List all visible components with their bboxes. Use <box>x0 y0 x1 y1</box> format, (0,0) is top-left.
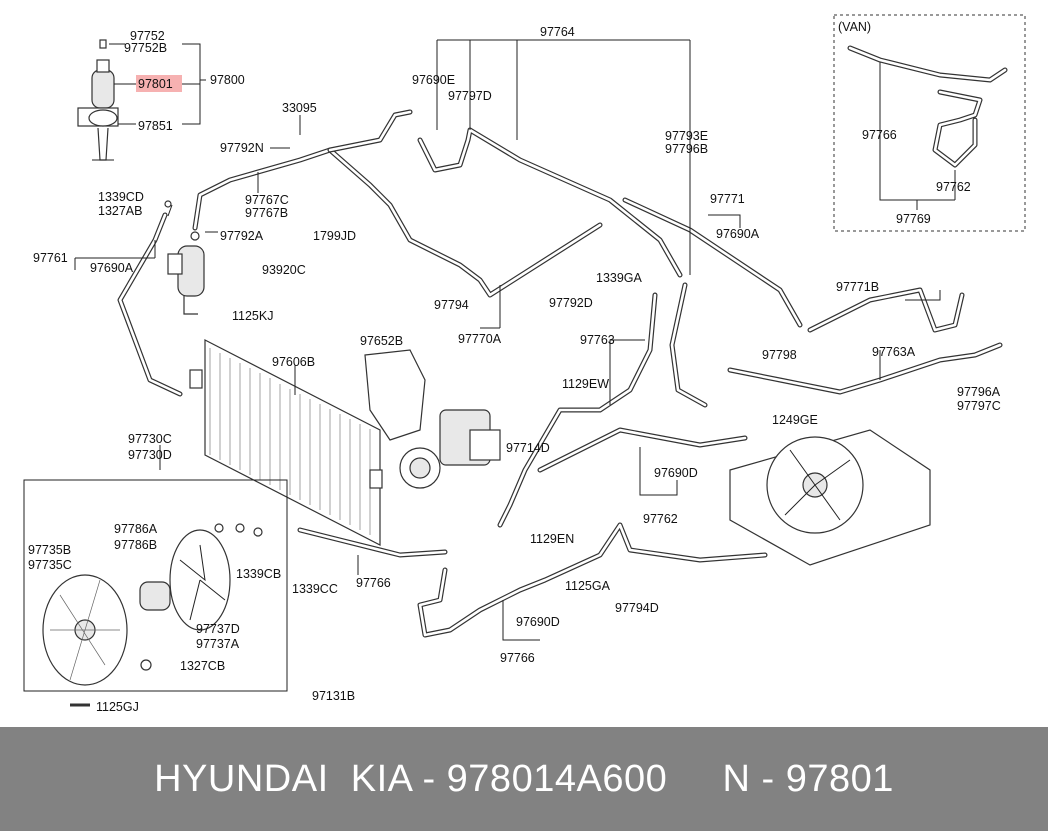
label-1339cc: 1339CC <box>292 582 338 596</box>
label-97798: 97798 <box>762 348 797 362</box>
label-1125kj: 1125KJ <box>232 309 273 323</box>
label-97763: 97763 <box>580 333 615 347</box>
label-1339ga: 1339GA <box>596 271 643 285</box>
label-97771: 97771 <box>710 192 745 206</box>
label-97766-van: 97766 <box>862 128 897 142</box>
label-97714d: 97714D <box>506 441 550 455</box>
label-97792a: 97792A <box>220 229 264 243</box>
highlight-97801 <box>136 75 182 92</box>
refrigerant-pipes <box>117 109 1003 638</box>
label-1249ge: 1249GE <box>772 413 818 427</box>
condenser-97606b <box>189 339 383 546</box>
fan-assembly-box <box>23 479 288 707</box>
label-97771b: 97771B <box>836 280 879 294</box>
label-97606b: 97606B <box>272 355 315 369</box>
leader-lines <box>74 39 941 641</box>
label-97752: 97752 <box>130 29 165 43</box>
label-1339cd: 1339CD <box>98 190 144 204</box>
label-93920c: 93920C <box>262 263 306 277</box>
label-97763a: 97763A <box>872 345 916 359</box>
label-97737a: 97737A <box>196 637 240 651</box>
label-97793e: 97793E <box>665 129 708 143</box>
label-1125gj: 1125GJ <box>96 700 139 714</box>
label-97767b: 97767B <box>245 206 288 220</box>
label-van: (VAN) <box>838 20 871 34</box>
label-97794: 97794 <box>434 298 469 312</box>
label-1327cb: 1327CB <box>180 659 225 673</box>
label-97737d: 97737D <box>196 622 240 636</box>
compressor-assembly <box>364 349 501 489</box>
label-97690a-left: 97690A <box>90 261 134 275</box>
label-97767c: 97767C <box>245 193 289 207</box>
label-97761: 97761 <box>33 251 68 265</box>
label-1129en: 1129EN <box>530 532 574 546</box>
receiver-drier-group <box>77 39 206 161</box>
label-97766-bottom: 97766 <box>500 651 535 665</box>
label-97794d: 97794D <box>615 601 659 615</box>
label-97851: 97851 <box>138 119 173 133</box>
label-97690d-bottom: 97690D <box>516 615 560 629</box>
label-97690e: 97690E <box>412 73 455 87</box>
label-97786a: 97786A <box>114 522 158 536</box>
label-97690a-right: 97690A <box>716 227 760 241</box>
label-97652b: 97652B <box>360 334 403 348</box>
label-97796a: 97796A <box>957 385 1001 399</box>
label-97769: 97769 <box>896 212 931 226</box>
label-97800: 97800 <box>210 73 245 87</box>
label-97770a: 97770A <box>458 332 502 346</box>
receiver-drier-part <box>91 69 115 109</box>
label-1339cb: 1339CB <box>236 567 281 581</box>
part-number-caption: HYUNDAI KIA - 978014A600 N - 97801 <box>154 757 894 800</box>
label-97730d: 97730D <box>128 448 172 462</box>
label-97131b: 97131B <box>312 689 355 703</box>
label-97752b: 97752B <box>124 41 167 55</box>
label-97801: 97801 <box>138 77 173 91</box>
label-97762-center: 97762 <box>643 512 678 526</box>
label-97766-mid: 97766 <box>356 576 391 590</box>
label-1129ew: 1129EW <box>562 377 609 391</box>
label-97762-van: 97762 <box>936 180 971 194</box>
label-97786b: 97786B <box>114 538 157 552</box>
label-97764: 97764 <box>540 25 575 39</box>
label-1327ab: 1327AB <box>98 204 142 218</box>
label-97735b: 97735B <box>28 543 71 557</box>
label-97792d: 97792D <box>549 296 593 310</box>
van-variant-box <box>833 14 1026 232</box>
label-97797d: 97797D <box>448 89 492 103</box>
footer-banner: HYUNDAI KIA - 978014A600 N - 97801 <box>0 727 1048 831</box>
label-97797c: 97797C <box>957 399 1001 413</box>
drier-assembly-lower <box>164 200 205 315</box>
radiator-fan-shroud <box>729 429 931 566</box>
label-97735c: 97735C <box>28 558 72 572</box>
label-97730c: 97730C <box>128 432 172 446</box>
parts-diagram: 97752 97752B 97801 97800 97851 33095 977… <box>23 14 1026 714</box>
label-97796b: 97796B <box>665 142 708 156</box>
label-1799jd: 1799JD <box>313 229 356 243</box>
label-97792n: 97792N <box>220 141 264 155</box>
label-1125ga: 1125GA <box>565 579 611 593</box>
label-97690d-right: 97690D <box>654 466 698 480</box>
label-33095: 33095 <box>282 101 317 115</box>
